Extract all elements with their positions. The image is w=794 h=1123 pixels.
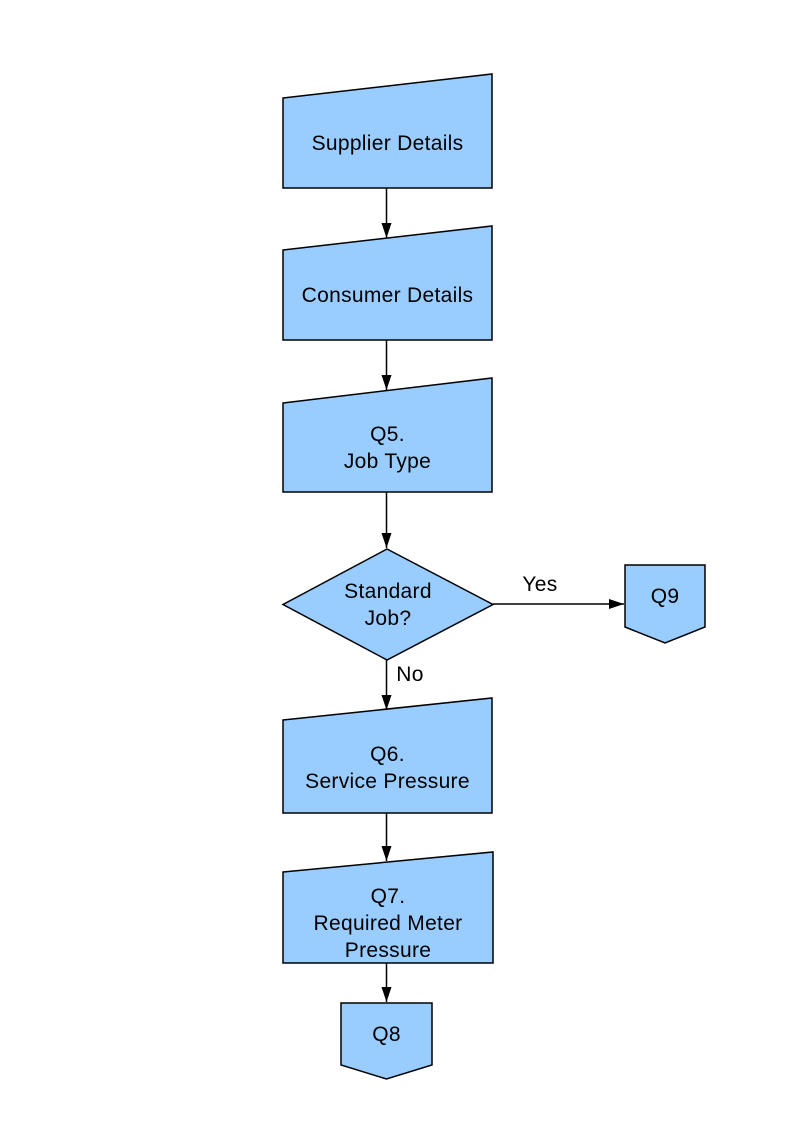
node-q6-service-pressure-label: Q6. Service Pressure: [305, 742, 470, 793]
node-consumer-details-label: Consumer Details: [301, 283, 474, 307]
edge-label-yes: Yes: [522, 572, 558, 596]
node-supplier-details-shape: [282, 73, 493, 189]
node-q5-job-type-label: Q5. Job Type: [343, 422, 432, 473]
node-q8-offpage-connector-shape: [340, 1002, 433, 1080]
node-standard-job-decision-label: Standard Job?: [344, 580, 432, 630]
node-q8-offpage-connector-label: Q8: [372, 1022, 401, 1046]
node-supplier-details-label: Supplier Details: [311, 131, 464, 155]
node-q9-offpage-connector-shape: [624, 564, 706, 644]
node-q6-service-pressure-shape: [282, 697, 493, 814]
edge-label-no: No: [396, 662, 424, 686]
node-q9-offpage-connector-label: Q9: [650, 584, 680, 608]
node-q7-required-meter-pressure-label: Q7. Required Meter Pressure: [313, 884, 463, 962]
node-consumer-details-shape: [282, 225, 493, 341]
node-q5-job-type-shape: [282, 377, 493, 493]
node-q7-required-meter-pressure-shape: [282, 851, 494, 964]
